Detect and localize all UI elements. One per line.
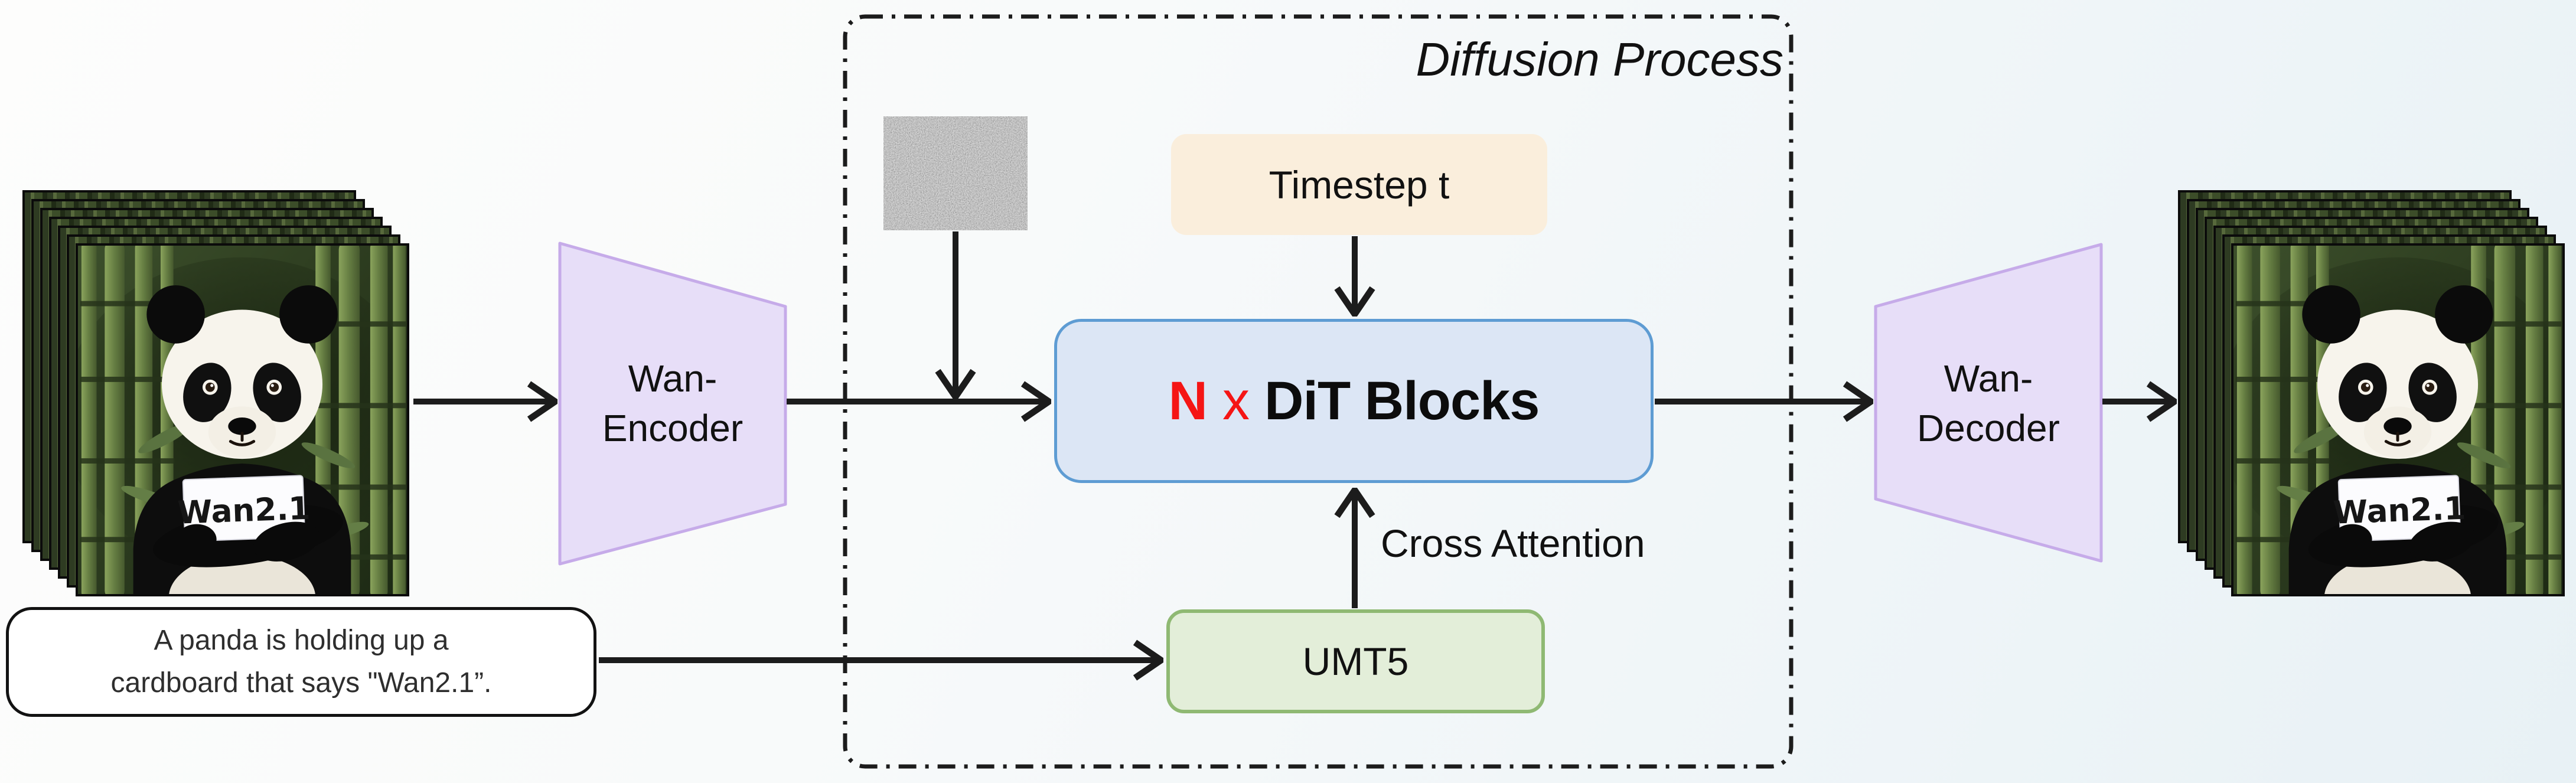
wan-decoder-label: Wan- Decoder [1876,354,2101,454]
diffusion-process-title: Diffusion Process [1416,33,1783,86]
video-frame-stack-left: Wan2.1 [22,190,409,596]
prompt-line2: cardboard that says "Wan2.1”. [110,667,492,699]
wan-decoder-shape [1874,243,2103,563]
panda: Wan2.1 [133,285,351,594]
wan-encoder-shape [558,242,787,566]
cross-attention-label: Cross Attention [1381,521,1645,565]
video-frame-stack-right: Wan2.1 [2178,190,2565,596]
timestep-box: Timestep t [1171,134,1547,235]
video-frame-front: Wan2.1 [76,243,409,596]
prompt-line1: A panda is holding up a [154,625,449,656]
video-frame-front: Wan2.1 [2231,243,2565,596]
wan-decoder-line2: Decoder [1917,406,2060,449]
panda-photo-illustration: Wan2.1 [78,246,407,594]
wan-encoder-line1: Wan- [628,357,718,400]
wan-decoder-line1: Wan- [1944,357,2033,400]
gaussian-noise-icon [883,116,1028,230]
dit-label: DiT Blocks [1264,370,1540,431]
dit-blocks-box: N x DiT Blocks [1054,319,1654,483]
prompt-box: A panda is holding up a cardboard that s… [6,607,596,717]
dit-n: N [1168,370,1208,431]
umt5-box: UMT5 [1166,609,1545,713]
dit-times: x [1222,370,1250,431]
wan-encoder-line2: Encoder [602,406,744,449]
wan-encoder-label: Wan- Encoder [560,354,785,454]
umt5-label: UMT5 [1302,640,1409,683]
panda-photo-illustration: Wan2.1 [2233,246,2562,594]
timestep-label: Timestep t [1269,162,1450,207]
diffusion-process-region [843,14,1794,769]
panda: Wan2.1 [2288,285,2507,594]
